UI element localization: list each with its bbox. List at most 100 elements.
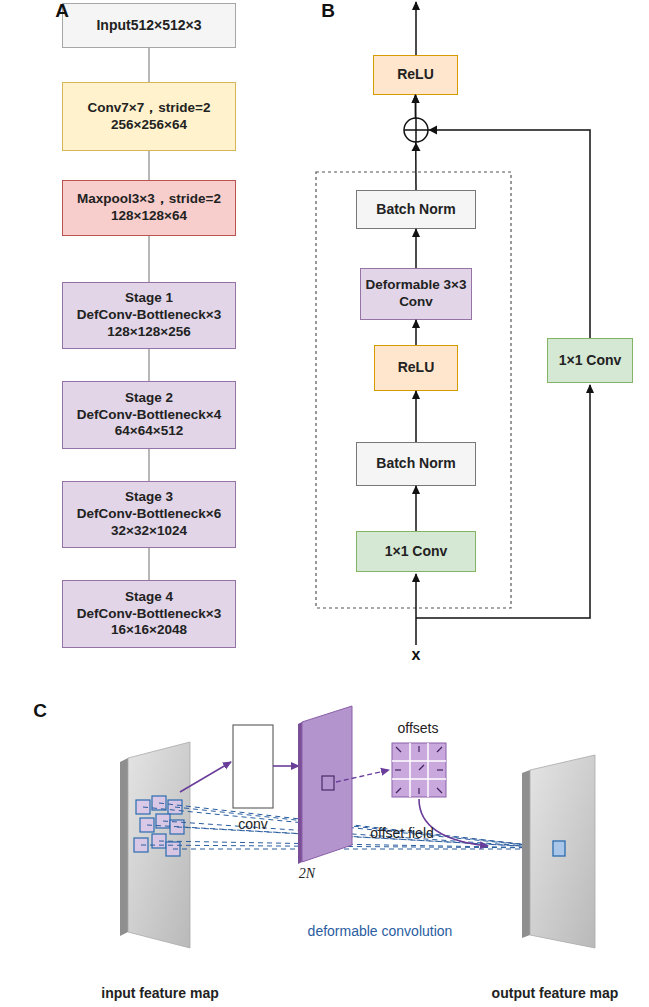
process-box: Stage 1DefConv-Bottleneck×3128×128×256 [62, 282, 236, 349]
box-text: Maxpool3×3，stride=2 [77, 191, 221, 208]
sampling-rays [141, 803, 556, 849]
connector-line [415, 95, 417, 190]
box-text: ReLU [397, 66, 434, 84]
dashed-group-outline [316, 172, 511, 608]
grid-line [427, 743, 429, 797]
box-text: 1×1 Conv [559, 352, 622, 370]
input-feature-map [128, 742, 190, 948]
annotation-label: 2N [290, 866, 324, 882]
output-feature-map [530, 755, 595, 948]
annotation-label: output feature map [465, 985, 645, 1001]
sample-cell [170, 820, 184, 834]
process-box: Batch Norm [356, 190, 476, 229]
process-box: Input512×512×3 [62, 3, 236, 48]
plus-sign [415, 118, 417, 142]
ray [159, 803, 556, 848]
box-text: 128×128×256 [107, 324, 190, 341]
feature-map-side [522, 770, 530, 938]
connector-line [415, 486, 417, 531]
box-text: Batch Norm [376, 455, 455, 473]
conv-block [233, 725, 273, 808]
flow-arrow [336, 770, 389, 782]
sample-cell [134, 838, 148, 852]
offset-vector [437, 747, 442, 752]
panel-letter: C [28, 700, 52, 722]
annotation-label: offset field [352, 825, 452, 841]
sum-junction [404, 118, 428, 142]
panel-letter: B [316, 0, 340, 22]
ray [143, 807, 556, 848]
box-text: 256×256×64 [111, 117, 187, 134]
flow-arrow [180, 762, 231, 792]
process-box: Deformable 3×3 Conv [360, 268, 472, 320]
arrow-head [412, 143, 421, 152]
sample-cell [156, 814, 170, 828]
annotation-label: offsets [383, 720, 453, 736]
process-box: Stage 2DefConv-Bottleneck×464×64×512 [62, 381, 236, 449]
box-text: Batch Norm [376, 201, 455, 219]
plus-sign [404, 129, 428, 131]
sampling-points [134, 796, 184, 856]
box-text: Input512×512×3 [96, 17, 201, 35]
offset-vector [396, 747, 401, 752]
box-text: 1×1 Conv [385, 543, 448, 561]
offset-vector [396, 788, 401, 793]
process-box: Batch Norm [356, 442, 476, 486]
offset-field-side [298, 722, 302, 864]
process-box: 1×1 Conv [356, 531, 476, 572]
offset-vector [418, 746, 419, 752]
box-text: DefConv-Bottleneck×6 [77, 506, 221, 523]
box-text: Stage 3 [125, 489, 173, 506]
connector-line [416, 95, 591, 338]
grid-line [392, 760, 446, 762]
ray [147, 825, 556, 848]
connector-line [415, 391, 417, 442]
ray [141, 845, 556, 848]
annotation-label: conv [223, 816, 283, 832]
offsets-grid [392, 743, 446, 797]
sample-cell [166, 842, 180, 856]
output-wire [415, 2, 417, 55]
box-text: 64×64×512 [115, 423, 183, 440]
offset-vector [437, 769, 443, 770]
connector-line [148, 349, 149, 381]
offset-vector [418, 788, 419, 794]
annotation-label: input feature map [60, 985, 260, 1001]
box-text: DefConv-Bottleneck×4 [77, 407, 221, 424]
process-box: Stage 3DefConv-Bottleneck×632×32×1024 [62, 481, 236, 548]
connector-line [148, 449, 149, 481]
annotation-label: x [404, 646, 428, 664]
offset-vectors [395, 746, 443, 794]
ray [175, 807, 556, 848]
sample-cell [152, 834, 166, 848]
connector-line [148, 151, 149, 180]
connector-line [415, 229, 417, 268]
grid-frame [392, 743, 446, 797]
offset-cell [322, 776, 334, 790]
ray [159, 841, 556, 848]
process-box: Stage 4DefConv-Bottleneck×316×16×2048 [62, 580, 236, 648]
box-text: DefConv-Bottleneck×3 [77, 606, 221, 623]
process-box: Conv7×7，stride=2256×256×64 [62, 82, 236, 151]
sample-cell [140, 818, 154, 832]
connector-line [148, 236, 149, 282]
offset-field [302, 706, 352, 862]
process-box: ReLU [373, 55, 458, 95]
sample-cell [152, 796, 166, 810]
output-cell [553, 841, 565, 856]
sample-cell [136, 800, 150, 814]
arrow-head [429, 126, 438, 135]
shortcut-wire [416, 385, 590, 618]
input-wire [415, 574, 417, 645]
box-text: ReLU [398, 359, 435, 377]
box-text: 32×32×1024 [111, 523, 187, 540]
box-text: 128×128×64 [111, 208, 187, 225]
offset-vector [419, 765, 424, 770]
ray [177, 827, 556, 848]
offset-vector [395, 769, 401, 770]
flow-arrow [273, 765, 299, 767]
process-box: ReLU [374, 345, 458, 391]
